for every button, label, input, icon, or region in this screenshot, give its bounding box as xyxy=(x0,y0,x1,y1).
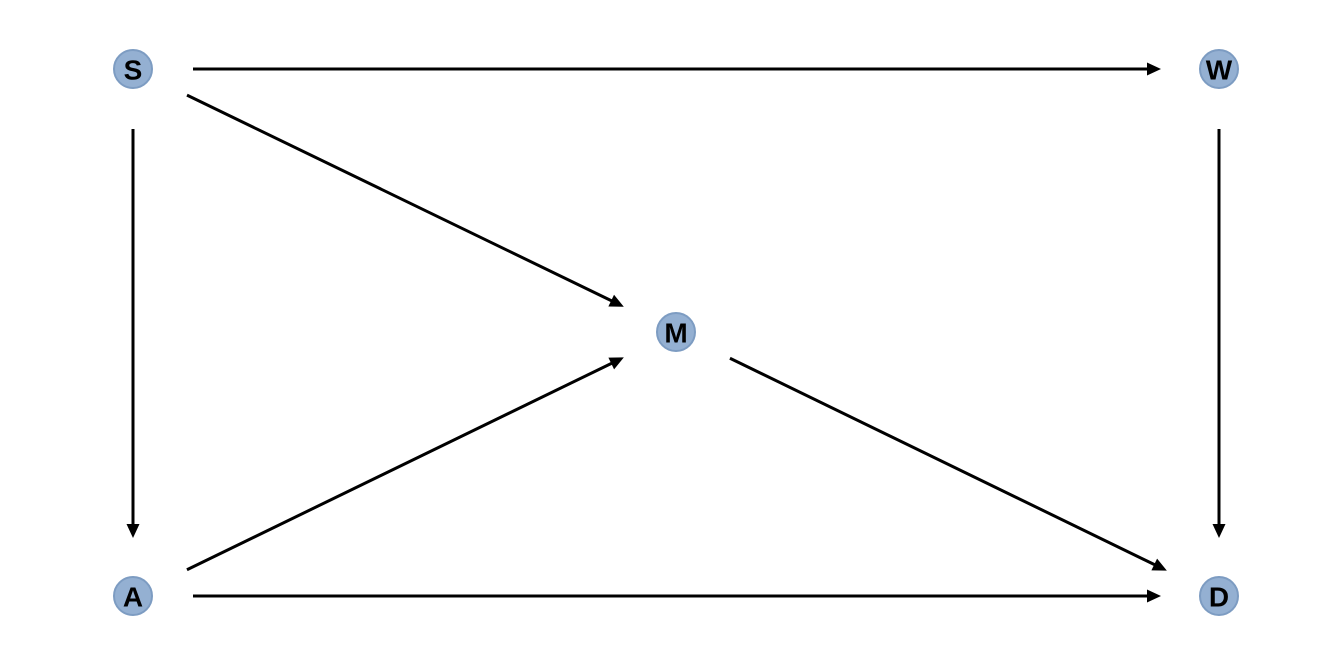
node-label: S xyxy=(124,55,143,86)
node-label: A xyxy=(123,582,143,613)
node-A: A xyxy=(113,576,153,616)
node-circle xyxy=(113,49,153,89)
edge-M-D xyxy=(729,356,1167,571)
edge-S-W xyxy=(193,62,1161,76)
edge-line xyxy=(186,93,614,303)
edge-line xyxy=(186,361,614,572)
arrowhead-icon xyxy=(608,357,624,370)
edge-S-A xyxy=(126,129,140,538)
node-label: M xyxy=(664,318,687,349)
node-label: D xyxy=(1209,582,1229,613)
arrowhead-icon xyxy=(608,294,624,307)
arrowhead-icon xyxy=(1147,62,1161,76)
node-circle xyxy=(113,576,153,616)
edge-A-M xyxy=(186,357,624,572)
node-circle xyxy=(656,312,696,352)
arrowhead-icon xyxy=(1151,558,1167,571)
edge-A-D xyxy=(193,589,1161,603)
node-label: W xyxy=(1206,55,1233,86)
arrowhead-icon xyxy=(126,524,140,538)
nodes-layer: S W M A D xyxy=(113,49,1239,616)
edge-line xyxy=(729,356,1157,567)
arrowhead-icon xyxy=(1212,524,1226,538)
node-W: W xyxy=(1199,49,1239,89)
node-circle xyxy=(1199,576,1239,616)
node-circle xyxy=(1199,49,1239,89)
node-S: S xyxy=(113,49,153,89)
node-D: D xyxy=(1199,576,1239,616)
edges-layer xyxy=(126,62,1226,603)
edge-W-D xyxy=(1212,129,1226,538)
edge-S-M xyxy=(186,93,624,307)
arrowhead-icon xyxy=(1147,589,1161,603)
node-M: M xyxy=(656,312,696,352)
